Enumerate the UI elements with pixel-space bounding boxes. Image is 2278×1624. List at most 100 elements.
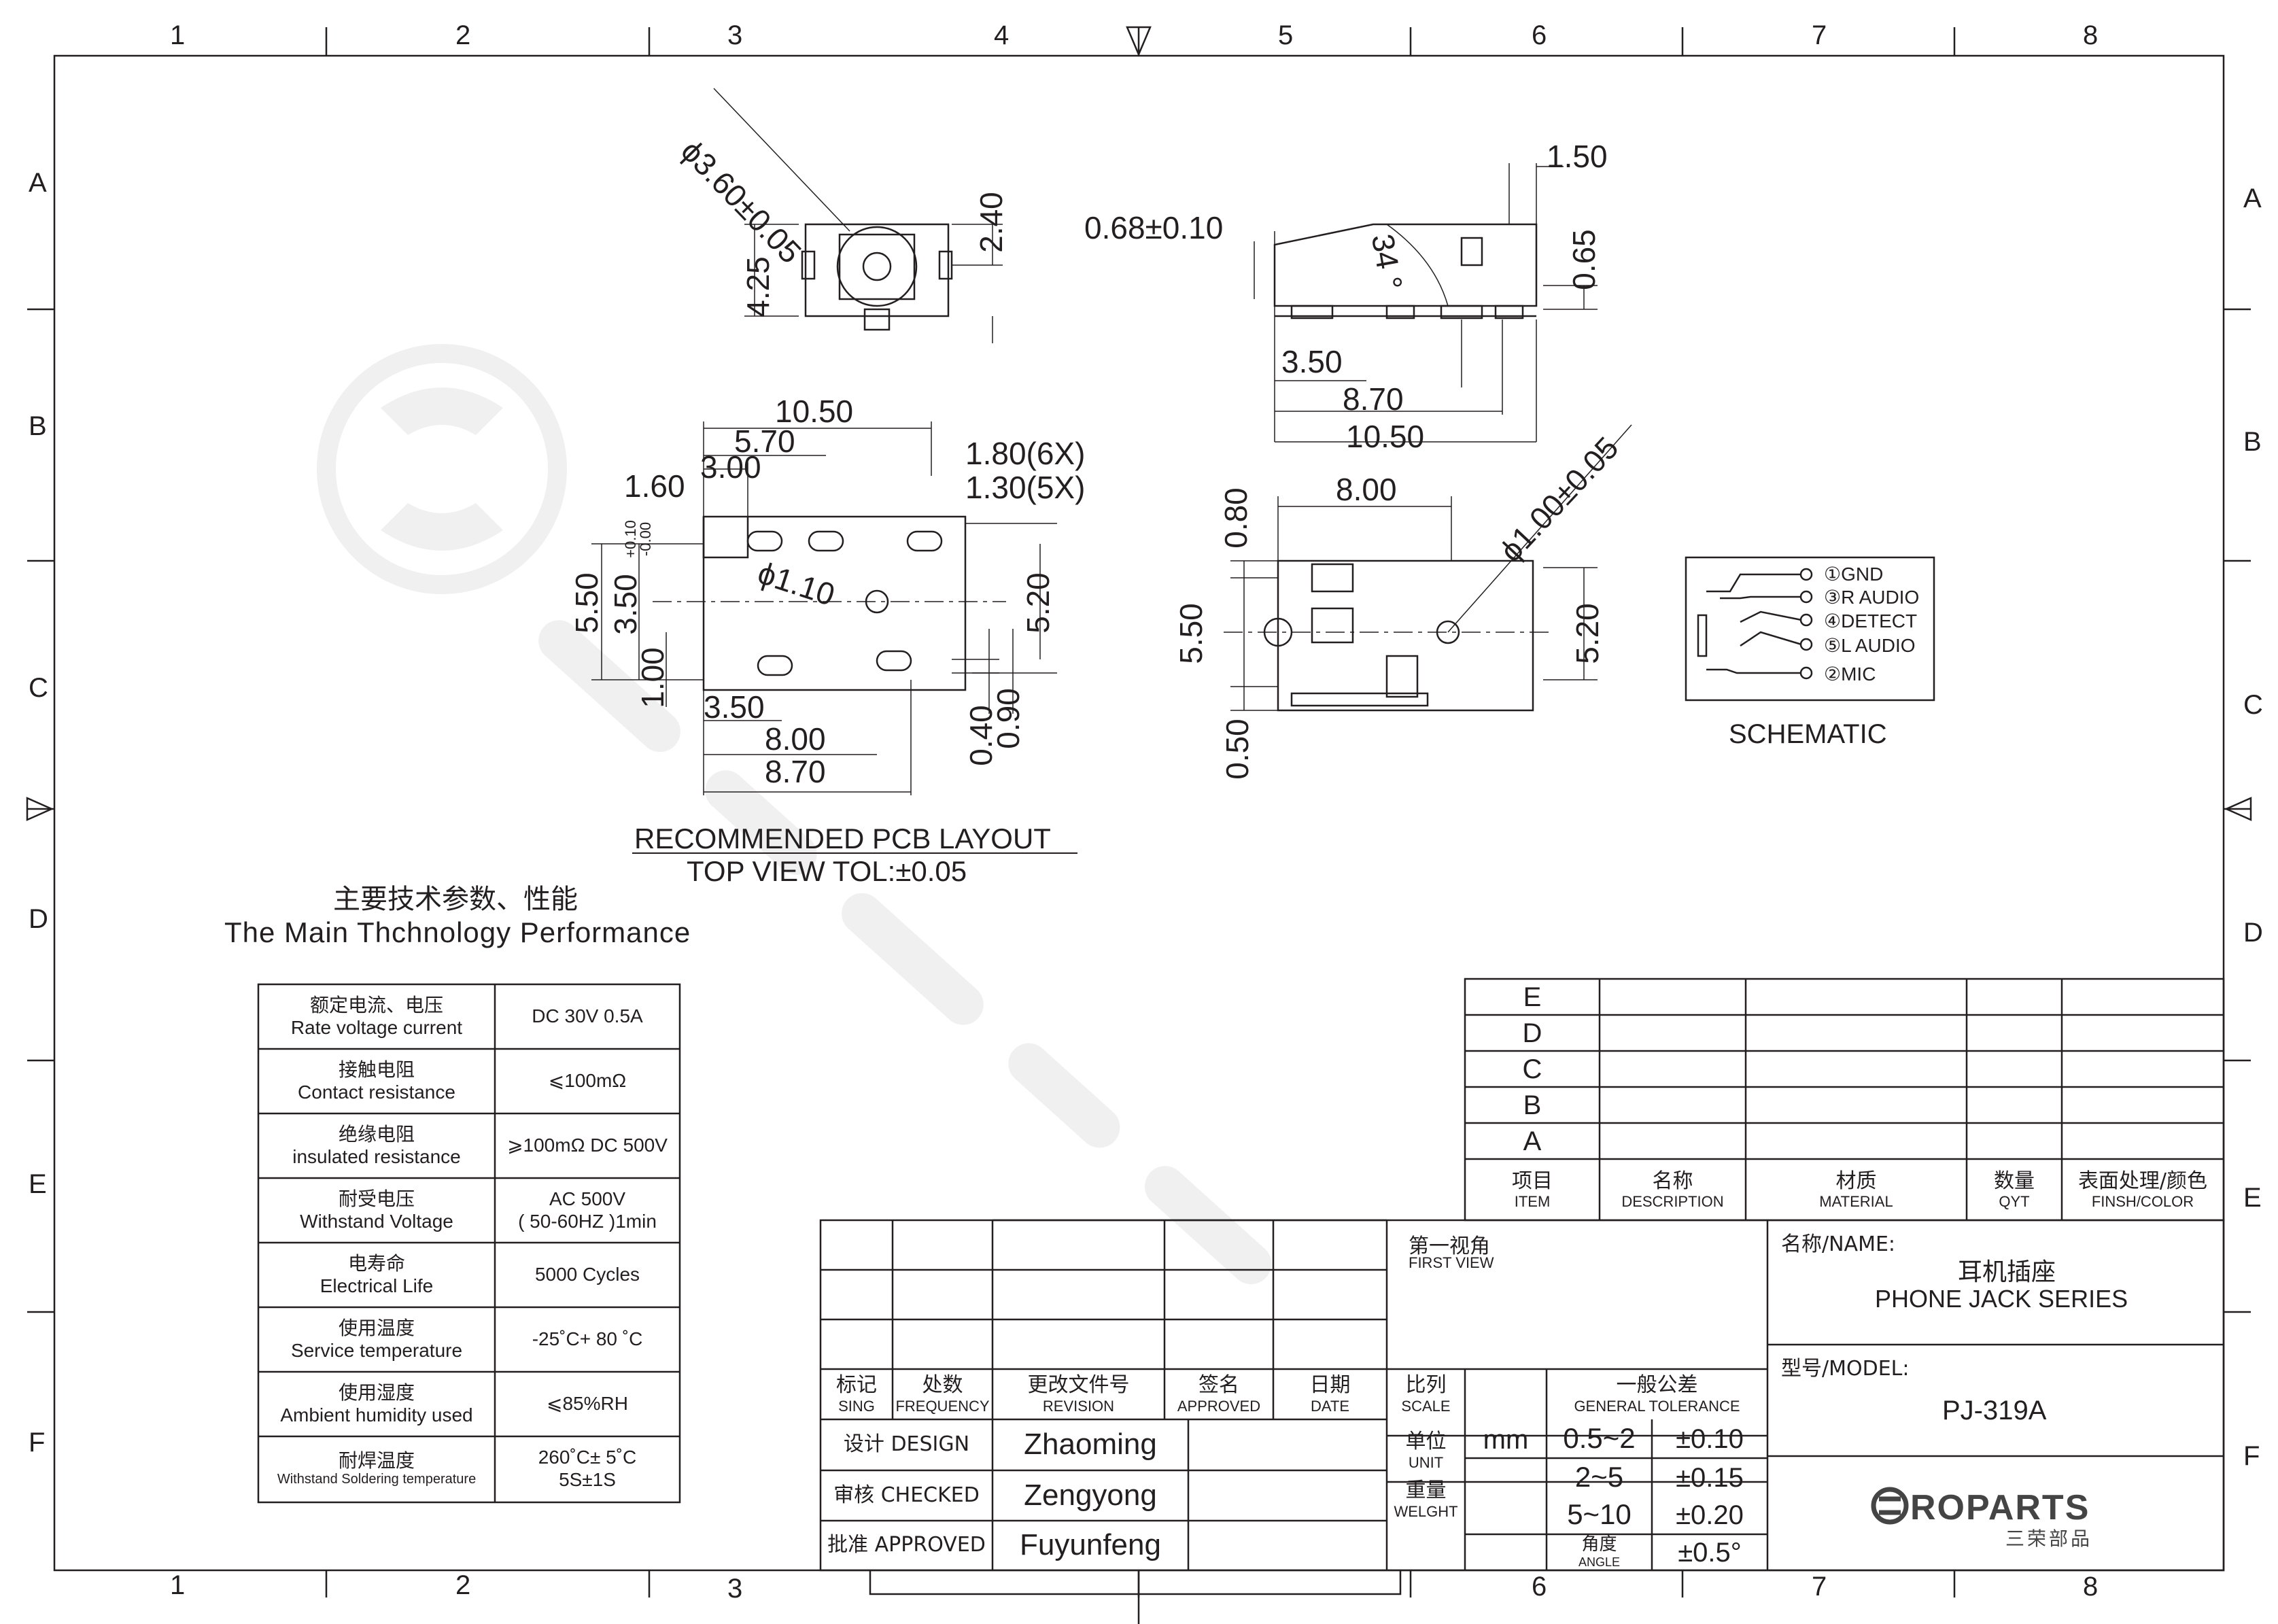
dimension-label: 1.30(5X) <box>965 470 1086 505</box>
schematic-caption: SCHEMATIC <box>1729 719 1887 749</box>
tolerance-range: 2~5 <box>1574 1461 1624 1493</box>
tolerance-value: ±0.15 <box>1676 1462 1744 1493</box>
row-label: C <box>2243 690 2263 720</box>
tolerance-minus: -0.00 <box>637 521 655 557</box>
performance-title-en: The Main Thchnology Performance <box>224 916 691 948</box>
schematic-pin: ⑤L AUDIO <box>1824 635 1916 656</box>
column-label: 1 <box>170 1570 186 1600</box>
tolerance-range: 5~10 <box>1567 1498 1632 1531</box>
product-name-en: PHONE JACK SERIES <box>1875 1285 2128 1313</box>
row-label: F <box>29 1428 46 1457</box>
model-label: 型号/MODEL: <box>1781 1357 1910 1381</box>
dimension-label: 8.70 <box>765 754 826 789</box>
revision-letter: A <box>1523 1126 1542 1156</box>
row-label: A <box>29 168 47 198</box>
dimension-label: 2.40 <box>973 192 1009 253</box>
column-label: 3 <box>727 1574 743 1604</box>
dimension-label: 1.80(6X) <box>965 436 1086 471</box>
dimension-label: 0.68±0.10 <box>1084 210 1224 245</box>
logo-subtext: 三荣部品 <box>2005 1527 2093 1550</box>
pcb-caption: RECOMMENDED PCB LAYOUT <box>634 823 1051 854</box>
dimension-label: 10.50 <box>1346 419 1425 454</box>
logo-text: ROPARTS <box>1910 1488 2090 1527</box>
dimension-label: 3.00 <box>700 449 761 485</box>
column-label: 6 <box>1532 1572 1547 1602</box>
table-grid <box>257 978 2225 1595</box>
row-label: A <box>2243 184 2262 213</box>
column-label: 4 <box>994 20 1009 50</box>
first-view-zh: 第一视角 <box>1409 1234 1490 1258</box>
design-label: 设计 DESIGN <box>843 1432 970 1457</box>
row-label: D <box>2243 918 2263 948</box>
row-label: B <box>2243 427 2262 457</box>
performance-value: AC 500V ( 50-60HZ )1min <box>518 1188 657 1232</box>
dimension-label: 5.70 <box>734 424 795 459</box>
dimension-label: 1.00 <box>634 647 670 708</box>
checker-name: Zengyong <box>1024 1478 1157 1512</box>
row-label: E <box>2243 1183 2262 1213</box>
column-label: 3 <box>727 20 743 50</box>
performance-value: 5000 Cycles <box>534 1264 640 1285</box>
approved-label: 批准 APPROVED <box>827 1533 986 1557</box>
performance-value: 260˚C± 5˚C 5S±1S <box>538 1447 637 1490</box>
name-label: 名称/NAME: <box>1781 1232 1896 1256</box>
column-label: 7 <box>1812 20 1827 50</box>
revision-letter: D <box>1522 1018 1542 1048</box>
column-label: 2 <box>455 20 471 50</box>
column-label: 5 <box>1278 20 1294 50</box>
dimension-label: 3.50 <box>1281 344 1343 379</box>
dimension-label: 3.50 <box>607 574 643 635</box>
dimension-label: 10.50 <box>775 394 854 429</box>
performance-value: ⩽100mΩ <box>548 1070 627 1092</box>
dimension-label: 1.50 <box>1547 139 1608 174</box>
dimension-label: 0.50 <box>1219 719 1255 780</box>
pcb-caption-tolerance: TOP VIEW TOL:±0.05 <box>687 855 967 887</box>
angle-tolerance: ±0.5° <box>1678 1537 1742 1568</box>
dimension-label: 8.70 <box>1343 381 1404 417</box>
schematic-pin: ④DETECT <box>1824 610 1918 632</box>
dimension-label: 4.25 <box>740 256 776 317</box>
checked-label: 审核 CHECKED <box>833 1483 980 1507</box>
schematic-pin: ①GND <box>1824 564 1884 585</box>
dimension-label: 3.50 <box>704 689 765 725</box>
model-number: PJ-319A <box>1942 1396 2047 1426</box>
performance-value: ⩽85%RH <box>547 1393 628 1415</box>
row-label: B <box>29 411 47 441</box>
schematic-pin: ③R AUDIO <box>1824 587 1920 608</box>
product-name-zh: 耳机插座 <box>1958 1258 2056 1286</box>
dimension-label: 0.90 <box>990 688 1026 749</box>
tolerance-range: 0.5~2 <box>1563 1422 1636 1455</box>
column-label: 6 <box>1532 20 1547 50</box>
column-label: 8 <box>2083 1572 2099 1602</box>
front-view <box>713 88 1003 343</box>
approver-name: Fuyunfeng <box>1020 1528 1161 1562</box>
side-view <box>1254 163 1598 443</box>
dimension-label: 8.00 <box>1336 472 1397 507</box>
dimension-label: 8.00 <box>765 721 826 757</box>
performance-value: DC 30V 0.5A <box>532 1005 643 1027</box>
row-label: F <box>2243 1441 2260 1471</box>
column-label: 2 <box>455 1570 471 1600</box>
unit-value: mm <box>1483 1425 1529 1455</box>
dimension-label: 1.60 <box>624 468 685 504</box>
